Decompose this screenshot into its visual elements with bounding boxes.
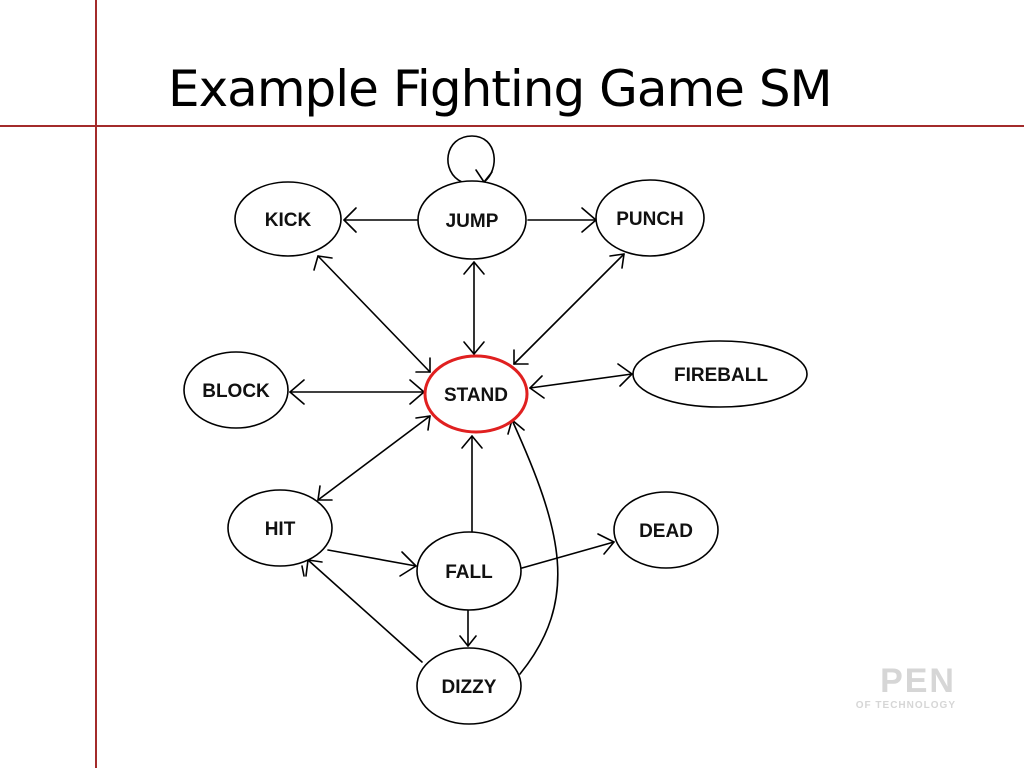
edge-dizzy-hit — [307, 559, 423, 663]
slide-title: Example Fighting Game SM — [168, 60, 833, 118]
arrowhead — [289, 379, 305, 405]
edge-kick-stand — [317, 255, 431, 373]
arrowhead — [529, 375, 545, 399]
node-label: HIT — [265, 519, 296, 540]
edge-hit-stand — [317, 415, 431, 501]
node-label: DIZZY — [442, 677, 497, 698]
node-label: DEAD — [639, 521, 693, 542]
node-fall: FALL — [416, 531, 522, 611]
arrowhead — [343, 207, 357, 233]
arrowhead — [463, 341, 485, 355]
node-jump: JUMP — [417, 180, 527, 260]
logo-subtext: OF TECHNOLOGY — [855, 700, 956, 711]
arrowhead — [399, 551, 417, 577]
node-punch: PUNCH — [595, 179, 705, 257]
node-stand: STAND — [423, 354, 529, 434]
arrowhead — [415, 357, 431, 373]
node-label: JUMP — [446, 211, 499, 232]
arrowhead — [305, 559, 323, 577]
node-kick: KICK — [234, 181, 342, 257]
edge-punch-stand — [513, 253, 625, 365]
node-label: KICK — [265, 210, 312, 231]
logo-word: PEN — [880, 662, 956, 700]
edge-dizzy-stand — [511, 419, 559, 675]
watermark-logo: PEN OF TECHNOLOGY — [826, 664, 956, 714]
node-label: PUNCH — [616, 209, 684, 230]
arrowhead — [415, 415, 431, 431]
node-label: FIREBALL — [674, 365, 768, 386]
arrowhead — [475, 169, 493, 183]
node-fireball: FIREBALL — [632, 340, 808, 408]
edge-hit-fall — [327, 549, 417, 567]
edge-jump-self — [447, 135, 495, 183]
arrowhead — [459, 635, 477, 647]
arrowhead — [513, 349, 529, 365]
node-block: BLOCK — [183, 351, 289, 429]
arrowhead — [317, 485, 333, 501]
node-dead: DEAD — [613, 491, 719, 569]
arrowhead — [617, 363, 633, 387]
vertical-rule — [95, 0, 97, 768]
horizontal-rule — [0, 125, 1024, 127]
node-label: BLOCK — [202, 381, 270, 402]
arrowhead — [609, 253, 625, 269]
arrowhead — [313, 255, 333, 271]
node-hit: HIT — [227, 489, 333, 567]
node-label: FALL — [445, 562, 493, 583]
arrowhead — [597, 533, 615, 555]
arrowhead — [463, 261, 485, 275]
edge-fall-dead — [521, 541, 615, 569]
node-dizzy: DIZZY — [416, 647, 522, 725]
edge-stand-fireball — [529, 373, 633, 389]
node-label: STAND — [444, 385, 508, 406]
arrowhead — [461, 435, 483, 449]
tick-mark — [301, 565, 305, 577]
